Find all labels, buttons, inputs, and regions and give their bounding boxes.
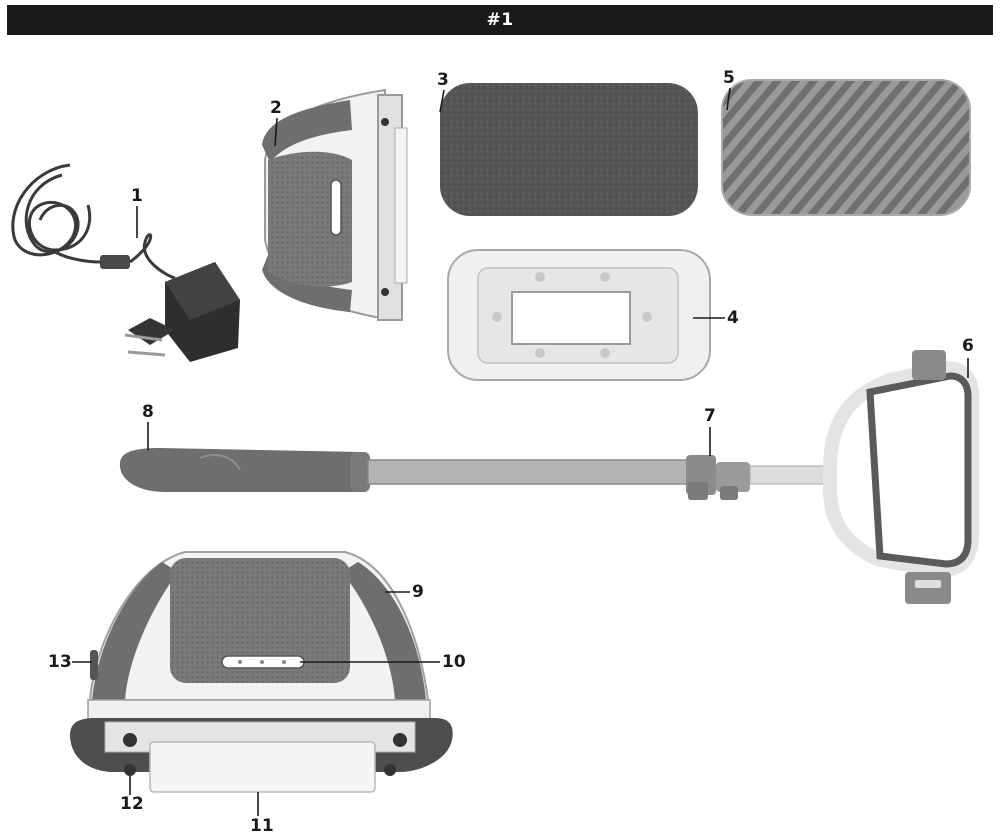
callout-11: 11 xyxy=(250,816,274,836)
leader-lines xyxy=(72,87,969,816)
callout-4: 4 xyxy=(727,308,739,328)
robot-front-view xyxy=(70,551,453,793)
callout-9: 9 xyxy=(412,582,424,602)
callout-3: 3 xyxy=(437,70,449,90)
callout-2: 2 xyxy=(270,98,282,118)
leader-line-3 xyxy=(439,89,445,113)
callout-10: 10 xyxy=(442,652,466,672)
callout-8: 8 xyxy=(142,402,154,422)
callout-12: 12 xyxy=(120,794,144,814)
callout-7: 7 xyxy=(704,406,716,426)
cleaning-pad-striped xyxy=(721,79,971,216)
callout-6: 6 xyxy=(962,336,974,356)
telescopic-handle xyxy=(119,350,979,604)
cleaning-pad-dark xyxy=(440,83,698,216)
pad-holder-plate xyxy=(447,249,711,381)
diagram-title: #1 xyxy=(486,10,514,30)
power-adapter xyxy=(11,163,240,362)
leader-line-5 xyxy=(726,87,731,111)
robot-side-view xyxy=(262,88,408,322)
callout-1: 1 xyxy=(131,186,143,206)
callout-13: 13 xyxy=(48,652,72,672)
callout-5: 5 xyxy=(723,68,735,88)
leader-line-2 xyxy=(274,117,278,147)
header-banner: #1 xyxy=(7,5,993,35)
